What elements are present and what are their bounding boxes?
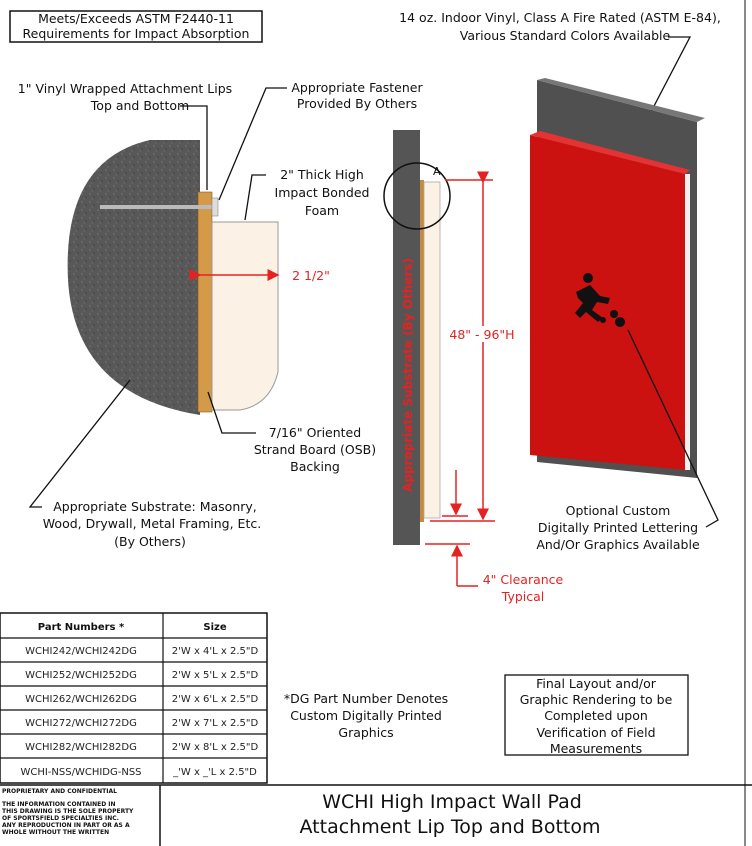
table-row: WCHI242/WCHI242DG 2'W x 4'L x 2.5"D: [25, 646, 258, 657]
svg-text:Part Numbers *: Part Numbers *: [38, 622, 125, 633]
runner-figure-icon: [575, 273, 625, 327]
detail-callout-circle: [383, 162, 451, 230]
svg-text:Foam: Foam: [305, 203, 339, 218]
table-row: WCHI262/WCHI262DG 2'W x 6'L x 2.5"D: [25, 694, 258, 705]
table-row: WCHI272/WCHI272DG 2'W x 7'L x 2.5"D: [25, 718, 258, 729]
svg-text:Wood, Drywall, Metal Framing,: Wood, Drywall, Metal Framing, Etc.: [43, 516, 261, 531]
svg-text:Appropriate Substrate: Masonry: Appropriate Substrate: Masonry,: [53, 499, 257, 514]
svg-text:OF SPORTSFIELD SPECIALTIES INC: OF SPORTSFIELD SPECIALTIES INC.: [2, 815, 119, 822]
substrate-vertical-label: Appropriate Substrate (By Others): [401, 258, 415, 492]
svg-text:WCHI272/WCHI272DG: WCHI272/WCHI272DG: [25, 718, 137, 729]
svg-text:WHOLE WITHOUT THE WRITTEN: WHOLE WITHOUT THE WRITTEN: [2, 829, 109, 836]
table-row: WCHI252/WCHI252DG 2'W x 5'L x 2.5"D: [25, 670, 258, 681]
svg-text:Strand Board (OSB): Strand Board (OSB): [254, 442, 376, 457]
svg-text:4" Clearance: 4" Clearance: [483, 572, 564, 587]
svg-text:WCHI-NSS/WCHIDG-NSS: WCHI-NSS/WCHIDG-NSS: [20, 767, 141, 778]
svg-text:Requirements for Impact Absorp: Requirements for Impact Absorption: [23, 26, 250, 41]
svg-text:Optional Custom: Optional Custom: [566, 503, 671, 518]
svg-text:Size: Size: [203, 622, 226, 633]
side-view: Appropriate Substrate (By Others) A 48" …: [383, 130, 564, 604]
svg-text:THE INFORMATION CONTAINED IN: THE INFORMATION CONTAINED IN: [2, 801, 116, 808]
table-row: WCHI282/WCHI282DG 2'W x 8'L x 2.5"D: [25, 742, 258, 753]
svg-text:WCHI282/WCHI282DG: WCHI282/WCHI282DG: [25, 742, 137, 753]
svg-text:Completed upon: Completed upon: [544, 708, 648, 723]
svg-text:1" Vinyl Wrapped Attachment Li: 1" Vinyl Wrapped Attachment Lips: [18, 81, 232, 96]
svg-text:2'W x 8'L x 2.5"D: 2'W x 8'L x 2.5"D: [172, 742, 259, 753]
svg-text:And/Or Graphics Available: And/Or Graphics Available: [536, 537, 700, 552]
svg-text:Final Layout and/or: Final Layout and/or: [536, 676, 657, 691]
osb-backing: [197, 191, 213, 413]
svg-text:Top and Bottom: Top and Bottom: [90, 98, 189, 113]
svg-text:Meets/Exceeds ASTM F2440-11: Meets/Exceeds ASTM F2440-11: [38, 11, 234, 26]
svg-text:14 oz. Indoor Vinyl, Class A F: 14 oz. Indoor Vinyl, Class A Fire Rated …: [399, 10, 721, 25]
svg-text:Custom Digitally Printed: Custom Digitally Printed: [290, 708, 442, 723]
svg-text:Provided By Others: Provided By Others: [297, 96, 417, 111]
svg-text:Backing: Backing: [290, 459, 340, 474]
svg-text:Typical: Typical: [501, 589, 545, 604]
svg-text:WCHI High Impact Wall Pad: WCHI High Impact Wall Pad: [322, 791, 582, 813]
svg-text:2'W x 5'L x 2.5"D: 2'W x 5'L x 2.5"D: [172, 670, 259, 681]
svg-text:7/16" Oriented: 7/16" Oriented: [269, 425, 361, 440]
isometric-pad-view: Optional Custom Digitally Printed Letter…: [530, 78, 719, 552]
svg-text:Verification of Field: Verification of Field: [536, 725, 655, 740]
svg-text:2 1/2": 2 1/2": [292, 268, 330, 283]
detail-marker: A: [433, 165, 441, 178]
layout-note-box: Final Layout and/or Graphic Rendering to…: [504, 674, 689, 756]
svg-text:THIS DRAWING IS THE SOLE PROPE: THIS DRAWING IS THE SOLE PROPERTY: [2, 808, 134, 815]
svg-text:Graphics: Graphics: [338, 725, 393, 740]
dg-note: *DG Part Number Denotes Custom Digitally…: [284, 691, 448, 740]
title-block: WCHI High Impact Wall Pad Attachment Lip…: [300, 791, 601, 838]
standard-compliance-box: Meets/Exceeds ASTM F2440-11 Requirements…: [9, 10, 263, 43]
side-foam: [423, 181, 441, 519]
svg-text:Attachment Lip Top and Bottom: Attachment Lip Top and Bottom: [300, 816, 601, 838]
section-detail: 2 1/2" 1" Vinyl Wrapped Attachment Lips …: [18, 80, 424, 549]
svg-text:WCHI252/WCHI252DG: WCHI252/WCHI252DG: [25, 670, 137, 681]
proprietary-notice: PROPRIETARY AND CONFIDENTIAL THE INFORMA…: [2, 788, 134, 836]
svg-text:WCHI242/WCHI242DG: WCHI242/WCHI242DG: [25, 646, 137, 657]
foam-pad: [211, 221, 279, 411]
svg-text:Appropriate Fastener: Appropriate Fastener: [291, 80, 423, 95]
svg-text:48" - 96"H: 48" - 96"H: [449, 327, 514, 342]
substrate-wall: [393, 130, 420, 545]
svg-text:Various Standard Colors Availa: Various Standard Colors Available: [460, 28, 671, 43]
svg-text:ANY REPRODUCTION IN PART OR AS: ANY REPRODUCTION IN PART OR AS A: [2, 822, 130, 829]
svg-text:Digitally Printed Lettering: Digitally Printed Lettering: [538, 520, 698, 535]
svg-text:PROPRIETARY AND CONFIDENTIAL: PROPRIETARY AND CONFIDENTIAL: [2, 788, 117, 795]
svg-text:Graphic Rendering to be: Graphic Rendering to be: [520, 692, 673, 707]
svg-text:2'W x 4'L x 2.5"D: 2'W x 4'L x 2.5"D: [172, 646, 259, 657]
svg-text:Measurements: Measurements: [550, 741, 642, 756]
svg-text:2'W x 6'L x 2.5"D: 2'W x 6'L x 2.5"D: [172, 694, 259, 705]
svg-text:2'W x 7'L x 2.5"D: 2'W x 7'L x 2.5"D: [172, 718, 259, 729]
parts-table: Part Numbers * Size WCHI242/WCHI242DG 2'W…: [0, 612, 268, 784]
svg-text:_'W x _'L x 2.5"D: _'W x _'L x 2.5"D: [172, 767, 257, 778]
svg-text:Impact Bonded: Impact Bonded: [275, 185, 370, 200]
svg-text:*DG Part Number Denotes: *DG Part Number Denotes: [284, 691, 448, 706]
substrate-masonry: [67, 140, 200, 415]
table-row: WCHI-NSS/WCHIDG-NSS _'W x _'L x 2.5"D: [20, 767, 257, 778]
svg-text:WCHI262/WCHI262DG: WCHI262/WCHI262DG: [25, 694, 137, 705]
svg-text:2" Thick High: 2" Thick High: [280, 167, 364, 182]
svg-text:(By Others): (By Others): [114, 534, 186, 549]
